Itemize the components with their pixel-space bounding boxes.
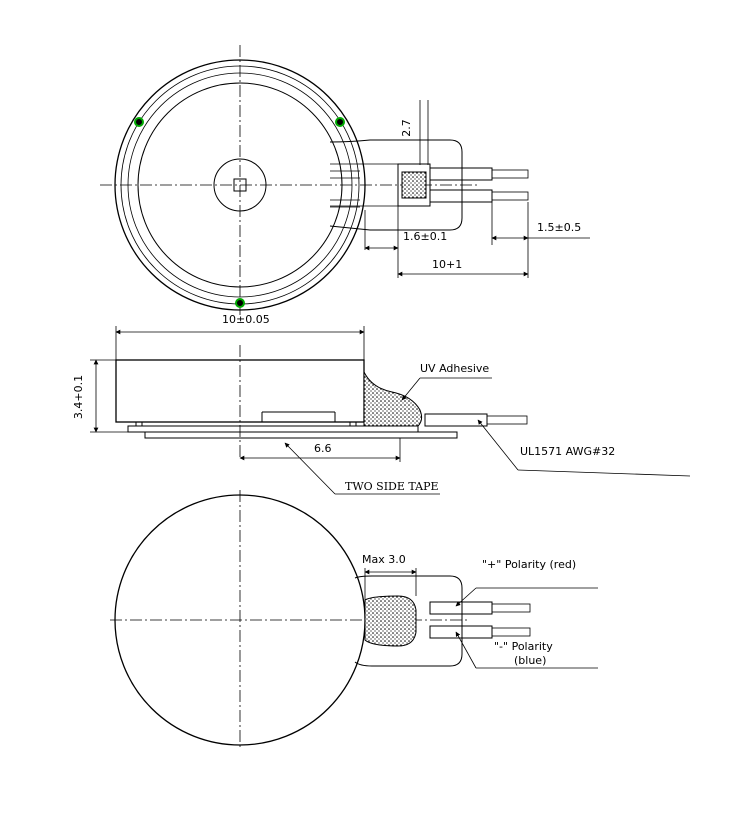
uv-adhesive-label: UV Adhesive xyxy=(420,362,489,375)
dim-2-7-label: 2.7 xyxy=(400,119,413,137)
dim-6-6-label: 6.6 xyxy=(314,442,332,455)
side-plate xyxy=(127,425,419,433)
bottom-wire-pos xyxy=(429,601,493,615)
lead-tab-outline xyxy=(329,139,463,231)
bottom-wire-pos-core xyxy=(491,603,531,613)
bottom-view: Max 3.0 "+" Polarity (red) "-" Polarity … xyxy=(110,490,598,750)
connector-solder xyxy=(401,171,427,199)
dim-1-6-label: 1.6±0.1 xyxy=(403,230,447,243)
dim-10-1-label: 10+1 xyxy=(432,258,462,271)
wire-leader-h xyxy=(517,469,691,477)
top-view: 2.7 1.6±0.1 1.5±0.5 10+1 10±0.05 xyxy=(100,45,590,326)
wire-spec-label: UL1571 AWG#32 xyxy=(520,445,615,458)
marker-dot-bottom xyxy=(235,298,245,308)
two-side-tape-label: TWO SIDE TAPE xyxy=(345,480,439,493)
wire-lower-core xyxy=(491,191,529,201)
dim-1-5-label: 1.5±0.5 xyxy=(537,221,581,234)
bottom-tab-outline xyxy=(354,575,463,667)
side-wire xyxy=(424,413,488,427)
tape-leader xyxy=(284,442,336,495)
side-wire-core xyxy=(486,415,528,425)
connector-block xyxy=(397,163,431,207)
wire-leader xyxy=(477,419,519,471)
pos-polarity-label: "+" Polarity (red) xyxy=(482,558,576,571)
max-3-0-label: Max 3.0 xyxy=(362,553,406,566)
neg-polarity-label: "-" Polarity xyxy=(494,640,553,653)
marker-dot-right xyxy=(335,117,345,127)
uv-leader xyxy=(401,377,421,401)
dim-10-005-label: 10±0.05 xyxy=(222,313,270,326)
bottom-wire-neg xyxy=(429,625,493,639)
uv-adhesive-blob xyxy=(363,371,423,427)
neg-color-label: (blue) xyxy=(514,654,546,667)
wire-lower xyxy=(429,189,493,203)
dim-3-4-label: 3.4+0.1 xyxy=(72,375,85,419)
wire-upper xyxy=(429,167,493,181)
neg-leader xyxy=(455,631,477,669)
marker-dot-left xyxy=(134,117,144,127)
side-view: 3.4+0.1 6.6 UV Adhesive UL1571 AWG#32 TW… xyxy=(72,326,691,495)
bottom-wire-neg-core xyxy=(491,627,531,637)
wire-upper-core xyxy=(491,169,529,179)
pos-leader xyxy=(455,587,477,607)
bottom-adhesive xyxy=(364,595,417,647)
side-tape xyxy=(144,431,458,439)
